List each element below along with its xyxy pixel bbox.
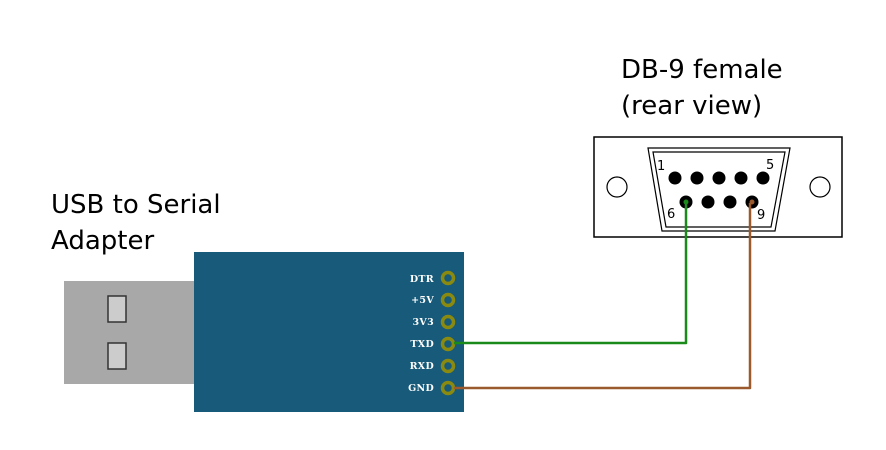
db9-mount-hole-left [606,176,628,198]
pin-label-rxd: RXD [410,361,434,372]
db9-pin-number-9: 9 [757,208,765,223]
db9-mount-hole-right [809,176,831,198]
pad-gnd [440,380,456,396]
pad-5v [440,292,456,308]
usb-contact-top [107,295,127,323]
adapter-pin-header: DTR +5V 3V3 TXD RXD GND [408,270,456,396]
adapter-title-line1: USB to Serial [51,190,221,220]
db9-pin-8 [723,195,737,209]
pad-rxd [440,358,456,374]
pad-txd [440,336,456,352]
pin-label-5v: +5V [411,295,434,306]
pin-label-dtr: DTR [410,274,434,285]
wire-txd-to-pin6 [454,203,688,345]
db9-connector: 1 5 6 9 [593,136,843,238]
db9-pin-2 [690,171,704,185]
pad-3v3 [440,314,456,330]
usb-contact-bottom [107,342,127,370]
db9-title-line1: DB-9 female [621,55,783,85]
db9-pin-4 [734,171,748,185]
adapter-title-line2: Adapter [51,226,154,256]
wire-gnd-to-pin9 [454,203,752,390]
db9-pin-number-1: 1 [657,159,665,174]
db9-title-line2: (rear view) [621,91,762,121]
db9-pin-number-5: 5 [766,158,774,173]
adapter-board [194,252,464,412]
db9-pin-3 [712,171,726,185]
pin-label-3v3: 3V3 [413,317,435,328]
db9-pin-1 [668,171,682,185]
pin-label-gnd: GND [408,383,434,394]
pin-label-txd: TXD [410,339,434,350]
db9-pin-number-6: 6 [667,207,675,222]
db9-pin-5 [756,171,770,185]
db9-pin-7 [701,195,715,209]
pad-dtr [440,270,456,286]
